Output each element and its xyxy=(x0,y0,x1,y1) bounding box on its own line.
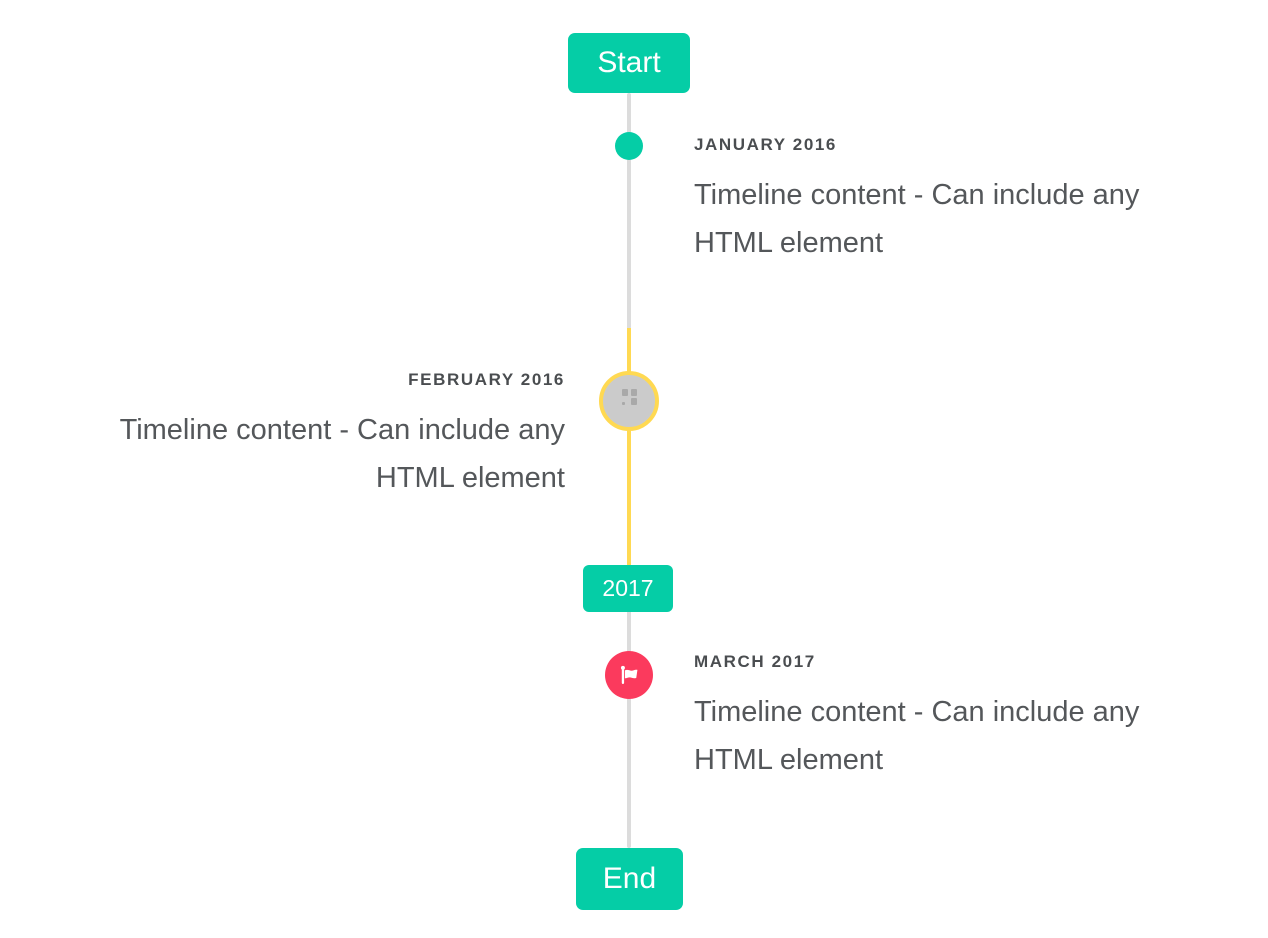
timeline-line-highlight xyxy=(627,328,631,565)
end-button[interactable]: End xyxy=(576,848,683,910)
item-content: Timeline content - Can include any HTML … xyxy=(119,414,565,494)
marker-circle-february[interactable] xyxy=(599,371,659,431)
flag-icon xyxy=(620,665,637,684)
marker-teal-dot-january[interactable] xyxy=(615,132,643,160)
timeline-item-january: JANUARY 2016 Timeline content - Can incl… xyxy=(694,133,1234,267)
item-title: MARCH 2017 xyxy=(694,652,816,671)
item-title: JANUARY 2016 xyxy=(694,135,837,154)
marker-flag-march[interactable] xyxy=(605,651,653,699)
timeline-item-february: FEBRUARY 2016 Timeline content - Can inc… xyxy=(25,368,565,502)
item-title: FEBRUARY 2016 xyxy=(408,370,565,389)
item-content: Timeline content - Can include any HTML … xyxy=(694,696,1140,776)
year-badge[interactable]: 2017 xyxy=(583,565,673,612)
item-content: Timeline content - Can include any HTML … xyxy=(694,179,1140,259)
timeline-item-march: MARCH 2017 Timeline content - Can includ… xyxy=(694,650,1234,784)
broken-image-icon xyxy=(621,389,637,405)
start-button[interactable]: Start xyxy=(568,33,690,93)
